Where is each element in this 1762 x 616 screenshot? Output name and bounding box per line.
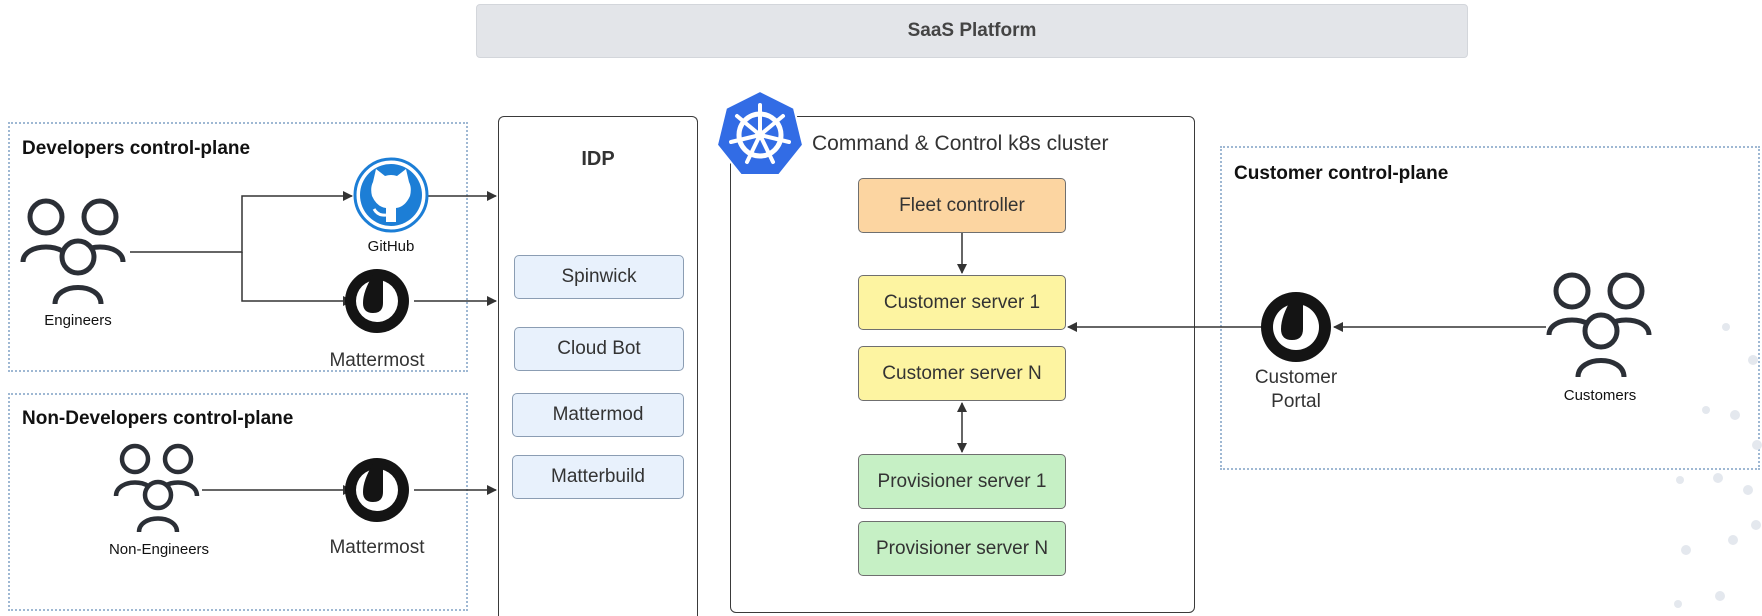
provisioner-server-n-box: Provisioner server N [858,521,1066,576]
idp-item-mattermod: Mattermod [512,393,684,437]
customer-portal-label-line2: Portal [1271,391,1321,412]
idp-item-spinwick: Spinwick [514,255,684,299]
customer-server-1-box: Customer server 1 [858,275,1066,330]
github-label: GitHub [367,238,415,255]
connectors [130,191,1546,495]
non-engineers-label: Non-Engineers [108,541,210,558]
mattermost-label-developers: Mattermost [329,350,425,371]
idp-item-matterbuild: Matterbuild [512,455,684,499]
idp-title: IDP [581,148,615,170]
mattermost-icon [345,269,409,333]
engineers-people-icon [20,198,126,305]
engineers-to-mattermost-connector [241,252,353,306]
mattermost-icon-non-developers [345,458,409,522]
decorative-dots [1674,323,1762,608]
customer-server-n-box: Customer server N [858,346,1066,401]
banner-title: SaaS Platform [907,20,1037,41]
idp-item-cloud-bot: Cloud Bot [514,327,684,371]
k8s-cluster-title: Command & Control k8s cluster [812,132,1109,155]
customers-people-icon [1546,272,1652,378]
saas-platform-banner: SaaS Platform [476,4,1468,58]
customer-portal-icon [1261,292,1331,362]
non-developers-control-plane [8,393,468,611]
kubernetes-icon [715,89,805,176]
customer-control-plane [1220,146,1760,470]
customers-label: Customers [1563,387,1637,404]
engineers-to-github-connector [130,191,353,253]
non-engineers-people-icon [113,443,200,533]
engineers-label: Engineers [44,312,112,329]
non-developers-plane-title: Non-Developers control-plane [22,408,294,429]
fleet-controller-box: Fleet controller [858,178,1066,233]
customer-portal-label-line1: Customer [1254,367,1338,388]
mattermost-label-non-developers: Mattermost [329,537,425,558]
customer-plane-title: Customer control-plane [1234,163,1449,184]
developers-plane-title: Developers control-plane [22,138,251,159]
provisioner-server-1-box: Provisioner server 1 [858,454,1066,509]
developers-control-plane [8,122,468,372]
github-icon [353,157,429,233]
